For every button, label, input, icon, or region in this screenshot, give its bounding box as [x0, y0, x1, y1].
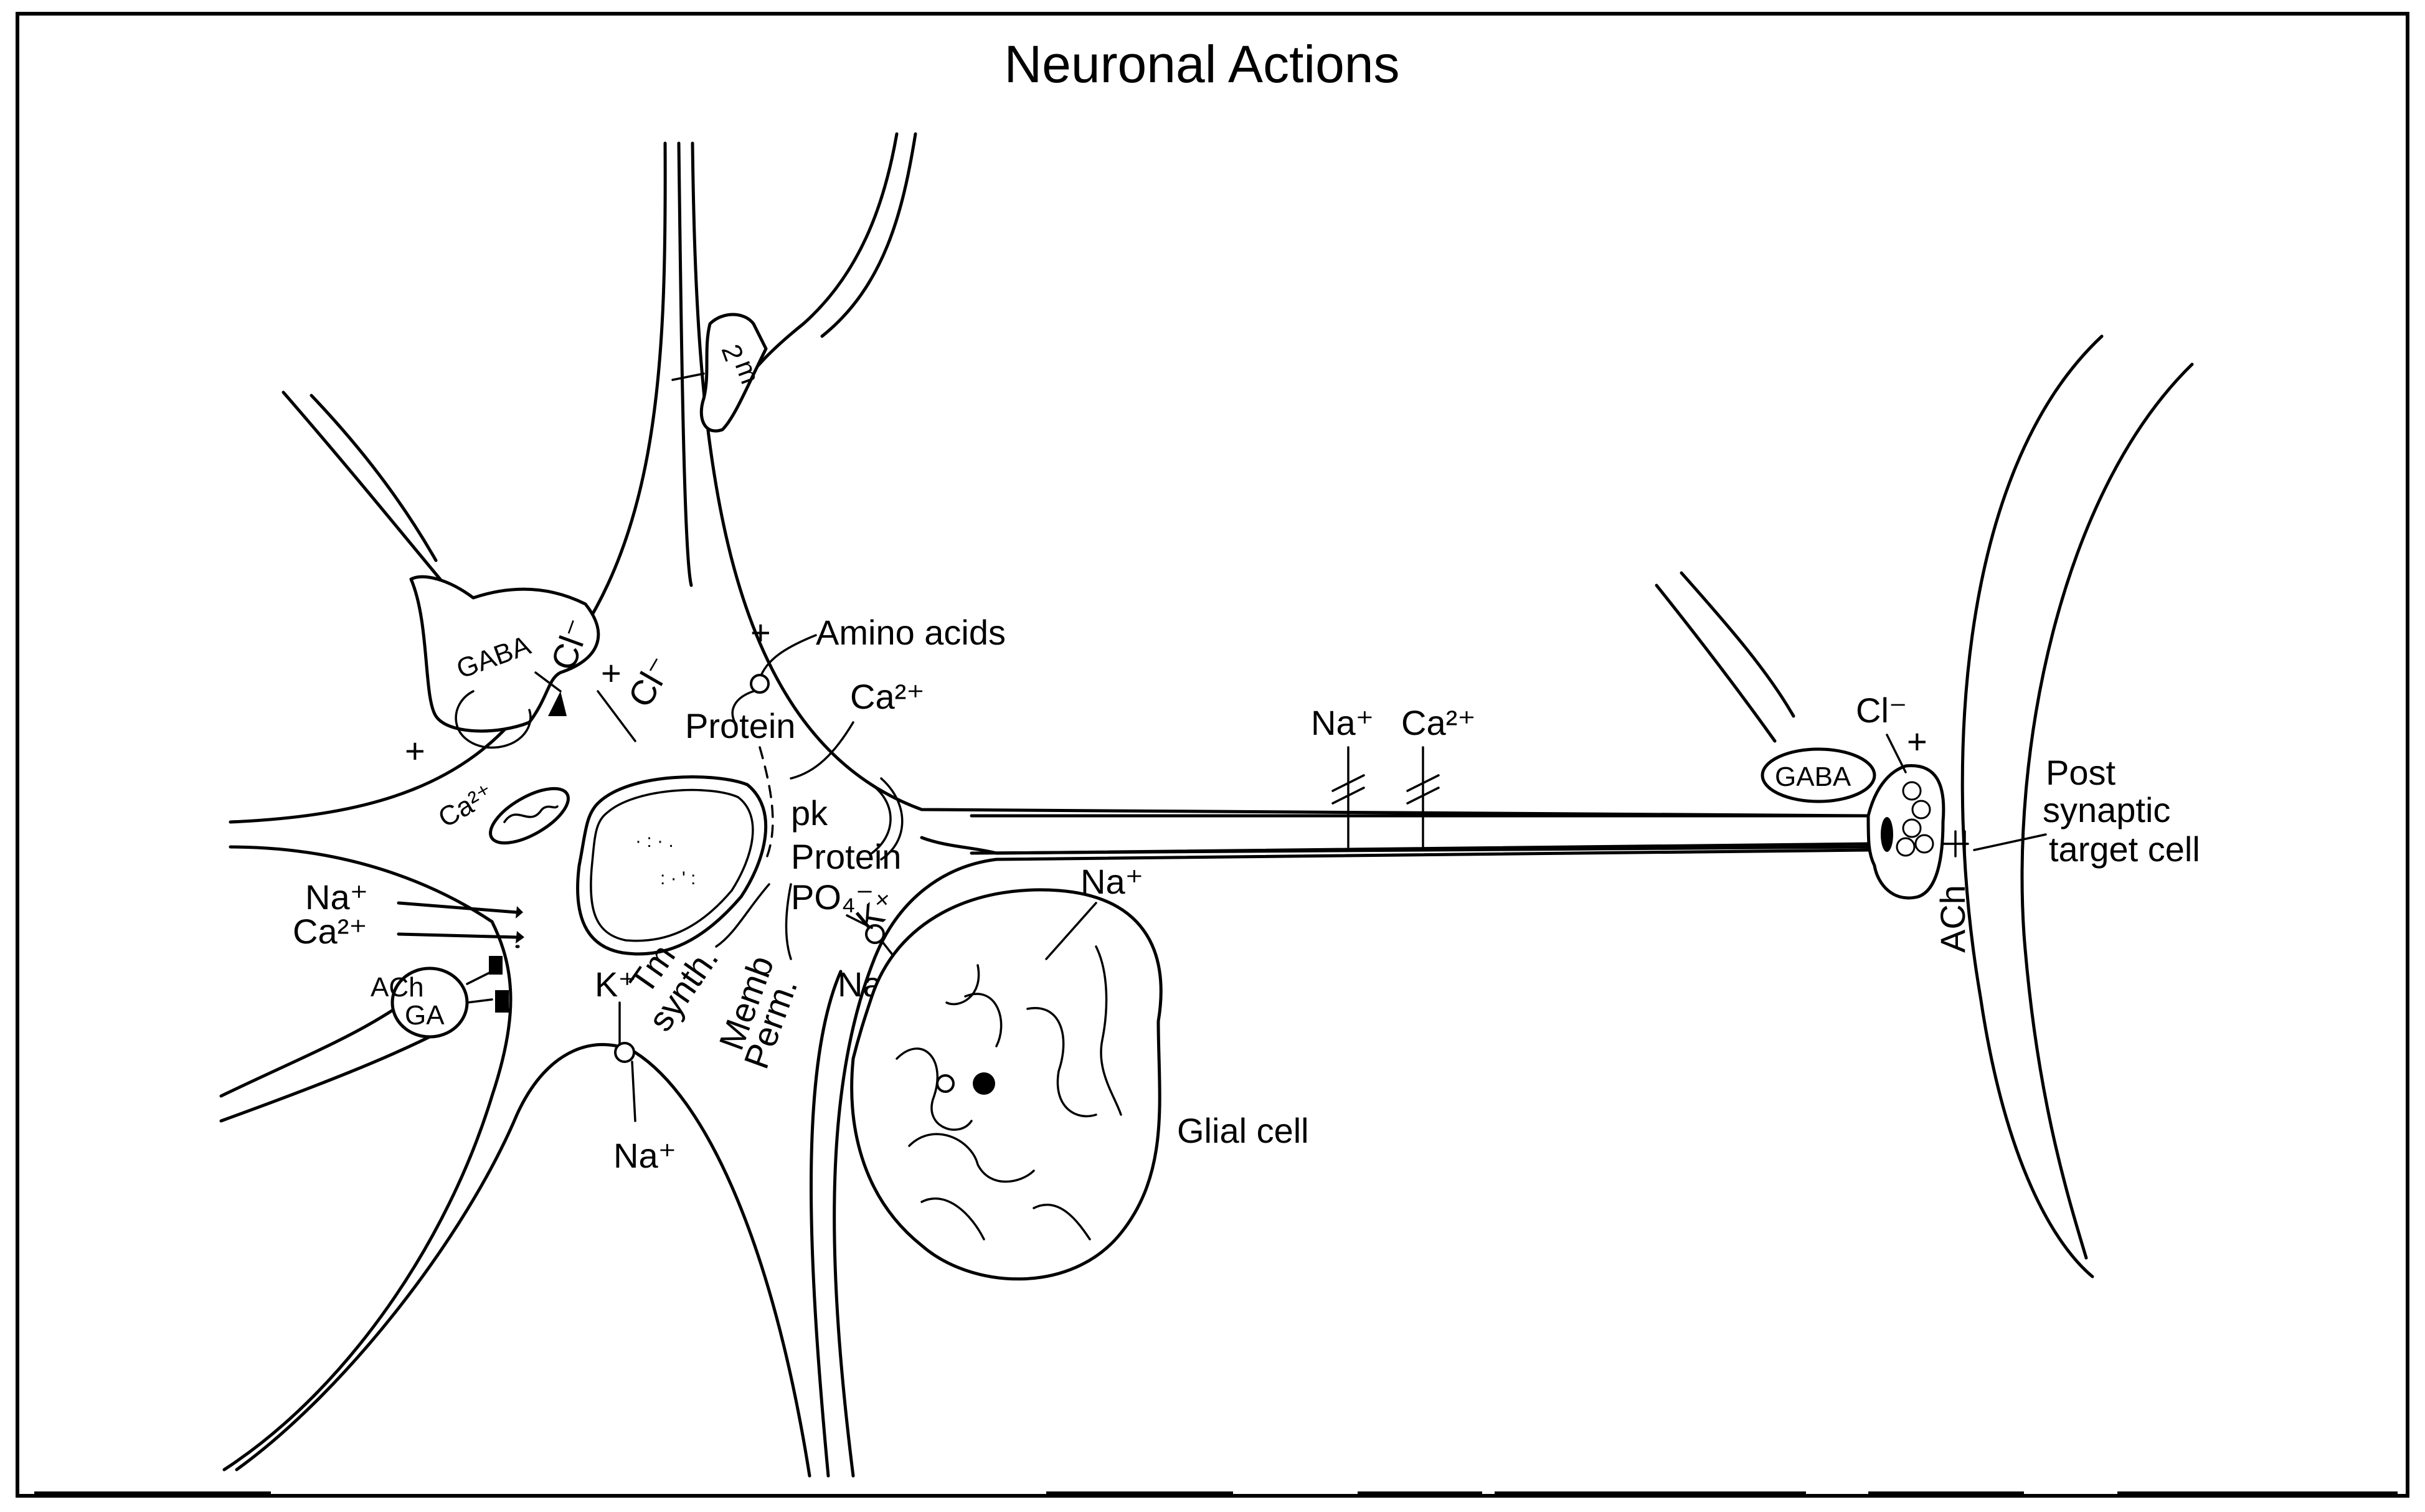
axon-terminal: [1868, 766, 1944, 898]
plus-sign-b: +: [405, 731, 425, 770]
synaptic-label: synaptic: [2043, 790, 2170, 829]
ca2-mito-label: Ca²⁺: [433, 778, 499, 833]
na-plus-glial: Na⁺: [1080, 862, 1143, 901]
nucleus: · : · . : · ' :: [578, 777, 766, 954]
svg-text:· : · .: · : · .: [635, 831, 674, 851]
ca2-plus-axon: Ca²⁺: [1401, 703, 1476, 742]
na-plus-left: Na⁺: [305, 877, 368, 917]
ach-right-label: ACh: [1933, 885, 1972, 953]
ach-ga-terminal: ACh GA: [371, 956, 509, 1037]
ca2-plus-mid: Ca²⁺: [850, 677, 925, 716]
mitochondrion: Ca²⁺: [433, 778, 577, 854]
gaba-terminal-right: GABA: [1657, 573, 1874, 801]
top-synaptic-terminal: 2 m: [673, 134, 915, 431]
protein-label-a: Protein: [685, 706, 795, 745]
cl-minus-right: Cl⁻: [1856, 691, 1907, 730]
plus-right: +: [1907, 722, 1927, 761]
post-synaptic-pointer: [1974, 834, 2046, 850]
target-cell-label: target cell: [2049, 829, 2200, 869]
na-plus-axon: Na⁺: [1311, 703, 1374, 742]
gaba-right-label: GABA: [1775, 762, 1851, 792]
memb-arrow: [787, 884, 792, 959]
na-plus-bottom: Na⁺: [613, 1136, 676, 1175]
amino-acids-label: Amino acids: [816, 613, 1006, 652]
protein-label-b: Protein: [791, 837, 901, 876]
top-terminal-arrow: [673, 374, 704, 380]
pk-label: pk: [791, 793, 828, 833]
svg-text:: · ' :: : · ' :: [660, 868, 696, 889]
ach-left-label: ACh: [371, 972, 424, 1003]
ga-left-label: GA: [405, 1000, 445, 1031]
amino-transporter: [751, 675, 768, 692]
na-arrow-left: [399, 903, 517, 912]
cl-minus-top-b: Cl⁻: [620, 650, 680, 714]
plus-sign-a: +: [601, 653, 622, 692]
cl-right-arrow: [1887, 735, 1906, 772]
na-k-pump-bottom: [615, 1043, 634, 1062]
k-plus-b: K⁺: [595, 965, 636, 1004]
na-arrow-down: [632, 1062, 635, 1121]
ca-arrow-mid: [791, 722, 853, 778]
post-label: Post: [2046, 753, 2115, 792]
plus-sign-c: +: [750, 613, 771, 652]
ca2-plus-left: Ca²⁺: [293, 912, 367, 951]
glial-cell-label: Glial cell: [1177, 1111, 1309, 1150]
glial-cell: [852, 890, 1161, 1279]
diagram-title: Neuronal Actions: [1004, 35, 1399, 93]
